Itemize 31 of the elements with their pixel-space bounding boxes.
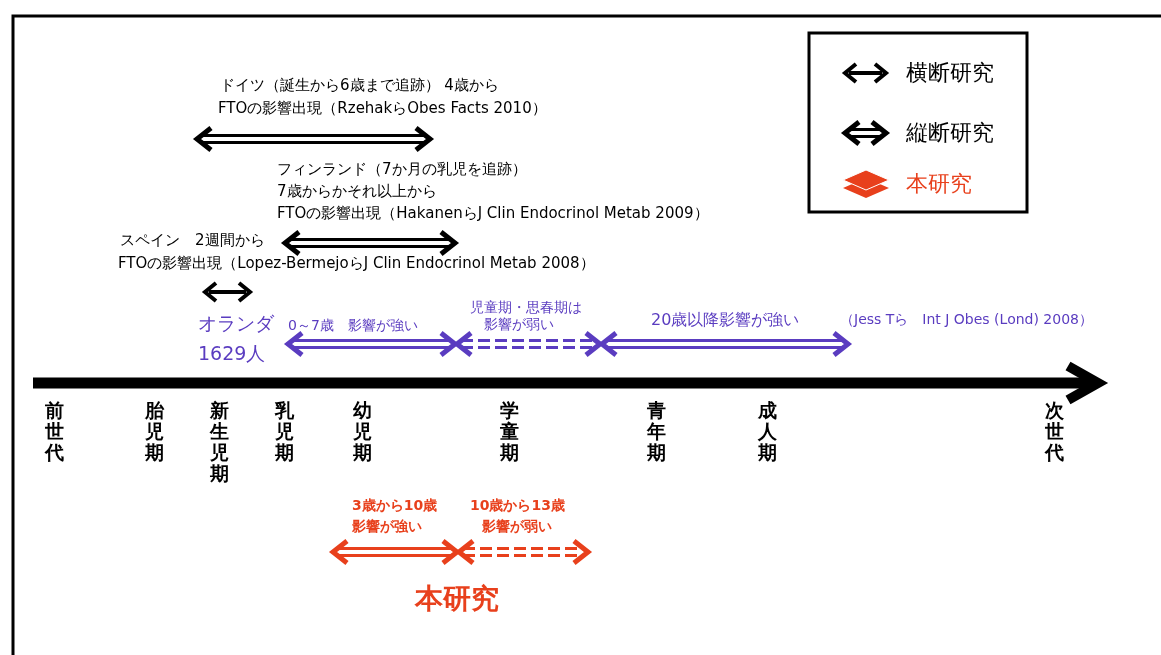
stage-label: 乳児期 [275, 400, 294, 463]
stage-label: 次世代 [1045, 400, 1064, 463]
annotation-text: スペイン 2週間から [120, 232, 265, 250]
stage-label: 学童期 [500, 400, 519, 463]
annotation-text: 影響が強い [352, 518, 422, 535]
annotation-text: フィンランド（7か月の乳児を追跡） [277, 161, 527, 179]
annotation-text: FTOの影響出現（Lopez-BermejoらJ Clin Endocrinol Metab 2008） [118, 255, 595, 273]
legend-label: 縦断研究 [906, 119, 994, 147]
annotation-text: 10歳から13歳 [470, 497, 565, 514]
stage-label: 新生児期 [210, 400, 229, 484]
annotation-text: オランダ [198, 313, 274, 335]
annotation-text: 0～7歳 影響が強い [288, 317, 418, 334]
stage-label: 胎児期 [145, 400, 164, 463]
annotation-text: FTOの影響出現（RzehakらObes Facts 2010） [218, 100, 547, 118]
annotation-text: ドイツ（誕生から6歳まで追跡） 4歳から [220, 77, 499, 95]
stage-label: 前世代 [45, 400, 64, 463]
annotation-text: 影響が弱い [482, 518, 552, 535]
annotation-text: 1629人 [198, 343, 266, 365]
annotation-text: 影響が弱い [484, 316, 554, 333]
stage-label: 幼児期 [353, 400, 372, 463]
stage-label: 青年期 [647, 400, 666, 463]
legend-label: 横断研究 [906, 59, 994, 87]
annotation-text: （Jess Tら Int J Obes (Lond) 2008） [840, 311, 1093, 328]
annotation-text: 3歳から10歳 [352, 497, 438, 514]
stage-label: 成人期 [758, 400, 777, 463]
annotation-text: FTOの影響出現（HakanenらJ Clin Endocrinol Metab 2009） [277, 205, 709, 223]
annotation-text: 児童期・思春期は [470, 299, 582, 316]
annotation-text: 7歳からかそれ以上から [277, 183, 437, 201]
annotation-text: 20歳以降影響が強い [651, 311, 800, 330]
legend-label: 本研究 [906, 170, 972, 198]
study-title: 本研究 [415, 583, 499, 616]
